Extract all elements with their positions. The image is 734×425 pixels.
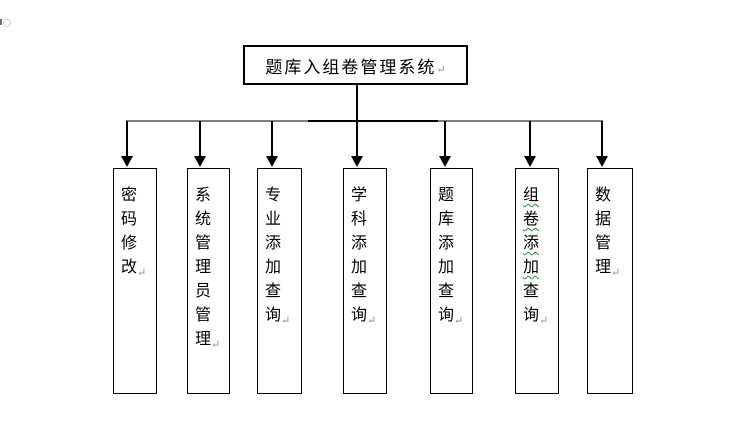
node-label: 组卷添加查询↵ (523, 185, 549, 327)
connector-drop-6 (529, 121, 531, 157)
arrow-down-icon (194, 156, 206, 167)
node-label: 数据管理↵ (595, 185, 621, 279)
arrow-down-icon (266, 156, 278, 167)
arrow-down-icon (439, 156, 451, 167)
node-paper-assembly-add-query: 组卷添加查询↵ (515, 168, 559, 394)
node-label: 题库添加查询↵ (438, 185, 464, 327)
paragraph-return-icon: ↵ (137, 266, 147, 279)
node-subject-add-query: 学科添加查询↵ (343, 168, 387, 394)
node-major-add-query: 专业添加查询↵ (257, 168, 302, 394)
paragraph-return-icon: ↵ (281, 314, 291, 327)
node-label: 学科添加查询↵ (351, 185, 377, 327)
paragraph-return-icon: ↵ (454, 314, 464, 327)
arrow-down-icon (121, 156, 133, 167)
page-artifact-dash (0, 19, 2, 25)
node-question-bank-add-query: 题库添加查询↵ (430, 168, 473, 394)
connector-drop-3 (271, 121, 273, 157)
node-data-management: 数据管理↵ (587, 168, 633, 394)
paragraph-return-icon: ↵ (367, 314, 377, 327)
node-label: 密码修改↵ (121, 185, 147, 279)
connector-drop-2 (199, 121, 201, 157)
connector-root-stub (356, 85, 358, 121)
grammar-squiggle-text: 组卷添加 (523, 185, 540, 276)
paragraph-return-icon: ↵ (436, 62, 446, 76)
connector-drop-5 (444, 121, 446, 157)
paragraph-return-icon: ↵ (611, 266, 621, 279)
paragraph-return-icon: ↵ (211, 338, 221, 351)
node-label: 系统管理员管理↵ (195, 185, 221, 351)
arrow-down-icon (596, 156, 608, 167)
connector-drop-7 (601, 121, 603, 157)
page-artifact-ring (3, 19, 11, 27)
node-label: 专业添加查询↵ (265, 185, 291, 327)
paragraph-return-icon: ↵ (539, 314, 549, 327)
root-node-label: 题库入组卷管理系统 (265, 57, 437, 78)
node-system-admin-management: 系统管理员管理↵ (187, 168, 230, 394)
connector-drop-1 (126, 121, 128, 157)
connector-horizontal-dark-segment (308, 120, 438, 122)
connector-drop-4 (356, 121, 358, 157)
arrow-down-icon (524, 156, 536, 167)
root-node: 题库入组卷管理系统↵ (243, 45, 468, 85)
node-password-change: 密码修改↵ (113, 168, 157, 394)
arrow-down-icon (351, 156, 363, 167)
